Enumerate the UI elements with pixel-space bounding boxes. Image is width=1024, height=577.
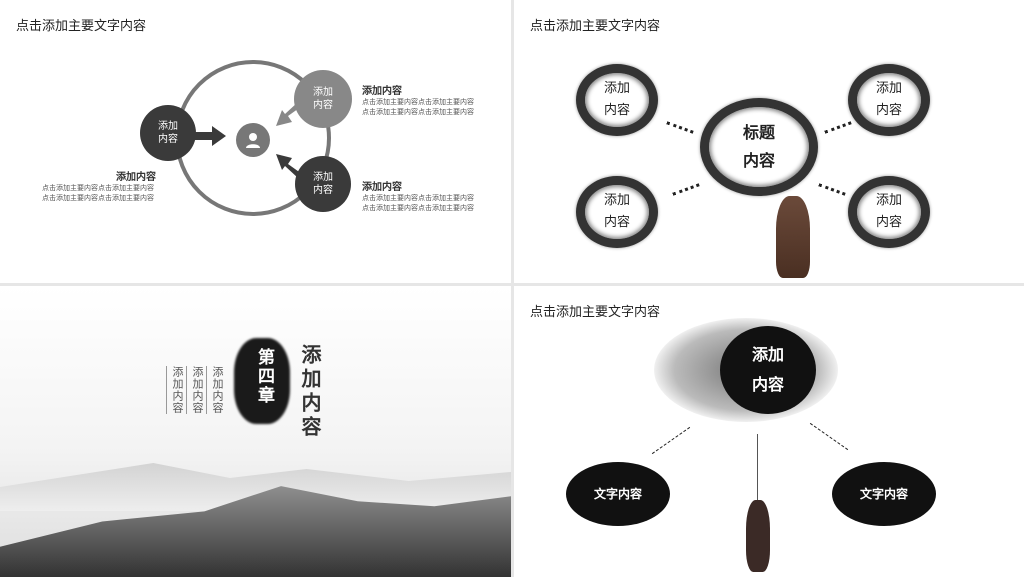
node-top-right[interactable]: 添加 内容 bbox=[294, 70, 352, 128]
node-top-left[interactable]: 添加 内容 bbox=[576, 64, 658, 136]
right-node[interactable]: 文字内容 bbox=[832, 462, 936, 526]
slide-1[interactable]: 点击添加主要文字内容 添加 内容 添加 内容 添加 内容 添加内容 点击添加主要… bbox=[0, 0, 511, 283]
slide-title: 点击添加主要文字内容 bbox=[16, 19, 147, 34]
branch bbox=[757, 434, 758, 500]
slide-title: 点击添加主要文字内容 bbox=[530, 305, 661, 320]
arrow-up-left-icon bbox=[276, 154, 302, 178]
arrow-down-left-icon bbox=[276, 102, 302, 126]
text-block-left: 添加内容 点击添加主要内容点击添加主要内容点击添加主要内容点击添加主要内容 bbox=[42, 172, 156, 202]
connector bbox=[666, 121, 694, 134]
left-node[interactable]: 文字内容 bbox=[566, 462, 670, 526]
node-bottom-right[interactable]: 添加 内容 bbox=[848, 176, 930, 248]
connector bbox=[809, 422, 849, 451]
center-node[interactable]: 添加 内容 bbox=[720, 326, 816, 414]
text-block-bottom-right: 添加内容 点击添加主要内容点击添加主要内容点击添加主要内容点击添加主要内容 bbox=[362, 182, 474, 212]
slide-title: 点击添加主要文字内容 bbox=[530, 19, 661, 34]
chapter-heading: 添加内容 bbox=[298, 344, 322, 440]
center-title-node[interactable]: 标题 内容 bbox=[700, 98, 818, 196]
vase-image bbox=[746, 500, 770, 572]
root-carving-image bbox=[776, 196, 810, 278]
text-block-top-right: 添加内容 点击添加主要内容点击添加主要内容点击添加主要内容点击添加主要内容 bbox=[362, 86, 474, 116]
vertical-text-2: 添加内容 bbox=[186, 366, 205, 414]
vertical-text-1: 添加内容 bbox=[166, 366, 185, 414]
vertical-text-3: 添加内容 bbox=[206, 366, 225, 414]
connector bbox=[818, 183, 846, 196]
node-left[interactable]: 添加 内容 bbox=[140, 105, 196, 161]
connector bbox=[672, 183, 700, 196]
node-bottom-right[interactable]: 添加 内容 bbox=[295, 156, 351, 212]
arrow-right-icon bbox=[194, 126, 226, 146]
connector bbox=[651, 426, 691, 455]
connector bbox=[824, 121, 852, 134]
ink-blot bbox=[234, 338, 290, 424]
slide-3[interactable]: 第四章 添加内容 添加内容 添加内容 添加内容 bbox=[0, 286, 511, 577]
slide-4[interactable]: 点击添加主要文字内容 添加 内容 文字内容 文字内容 bbox=[514, 286, 1024, 577]
center-user-icon bbox=[236, 123, 270, 157]
chapter-label: 第四章 bbox=[254, 348, 274, 405]
node-bottom-left[interactable]: 添加 内容 bbox=[576, 176, 658, 248]
slide-2[interactable]: 点击添加主要文字内容 标题 内容 添加 内容 添加 内容 添加 内容 添加 内容 bbox=[514, 0, 1024, 283]
node-top-right[interactable]: 添加 内容 bbox=[848, 64, 930, 136]
